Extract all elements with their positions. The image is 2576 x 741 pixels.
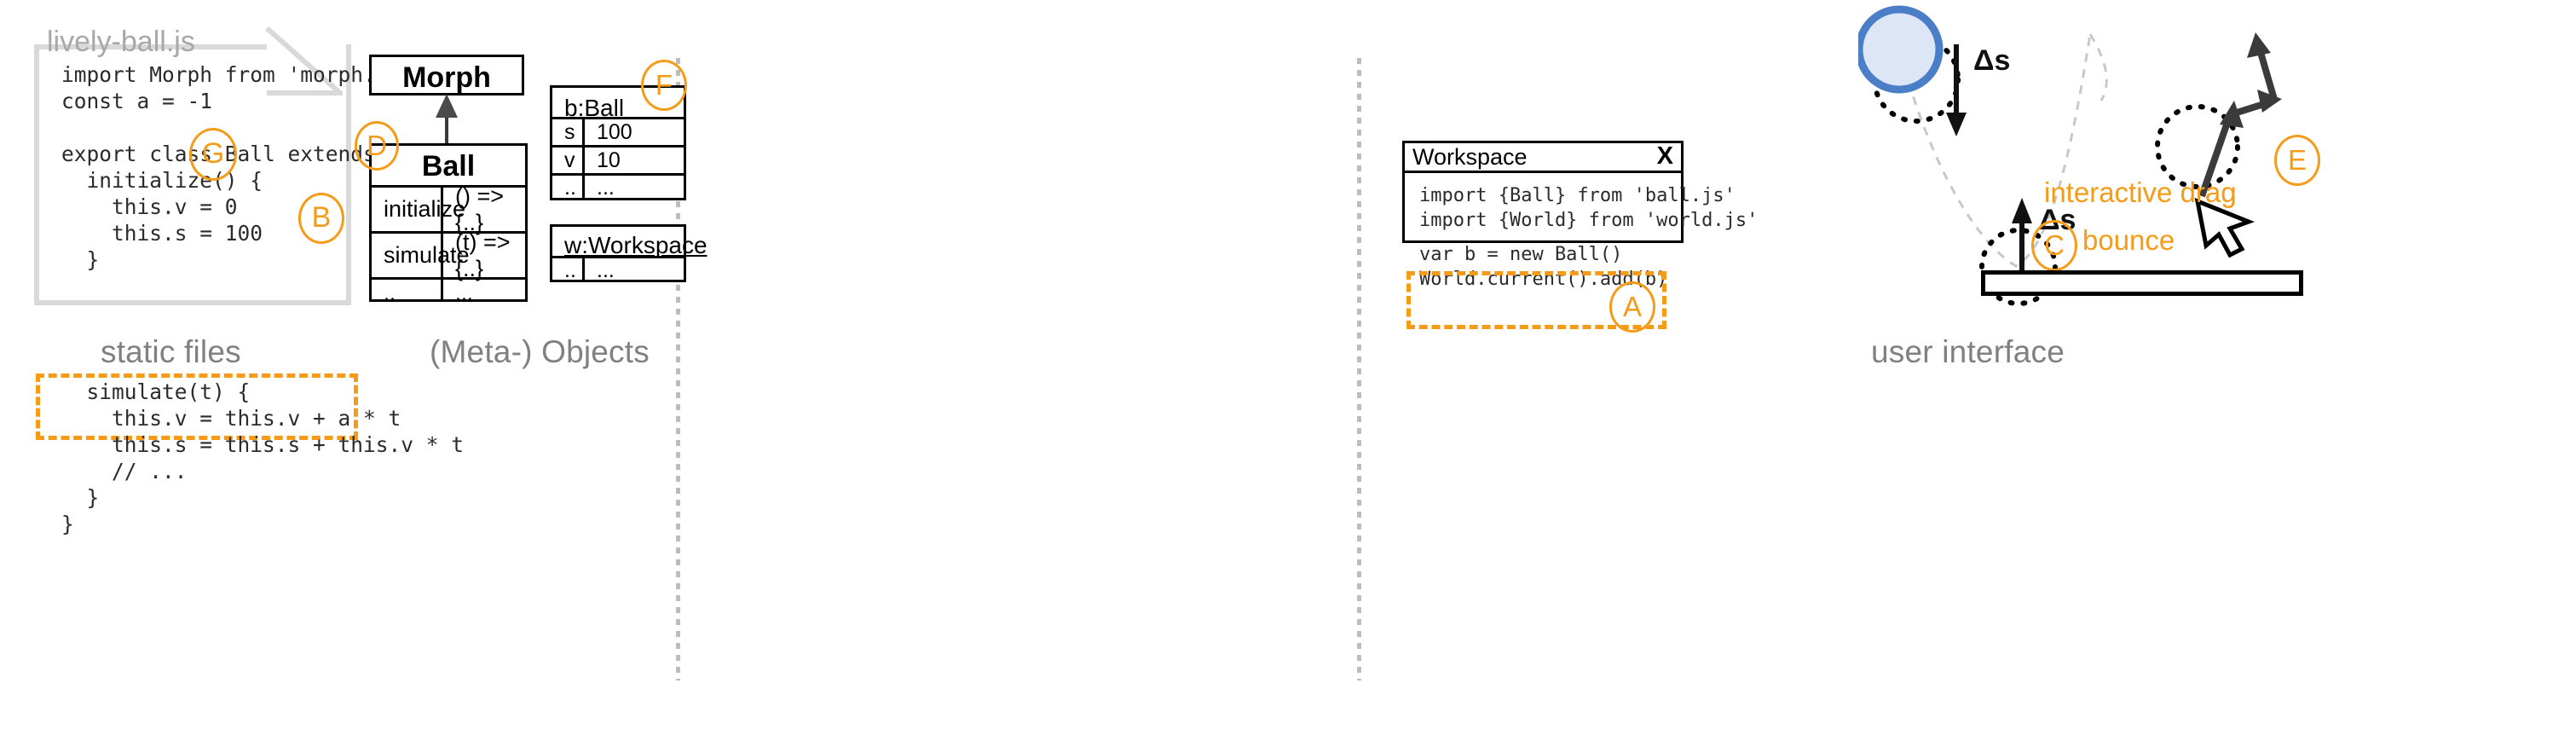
workspace-frame xyxy=(1402,141,1684,243)
badge-c: C xyxy=(2031,220,2077,271)
badge-g: G xyxy=(189,128,237,181)
workspace-window[interactable]: Workspace X import {Ball} from 'ball.js'… xyxy=(1402,141,1758,290)
object-row: s 100 xyxy=(552,117,684,145)
highlight-box-a xyxy=(1406,271,1666,329)
delta-s-label-fall: Δs xyxy=(1973,44,2011,77)
drag-path-3 xyxy=(2256,48,2279,104)
uml-class-morph-name: Morph xyxy=(402,61,491,94)
badge-f: F xyxy=(641,60,687,111)
workspace-titlebar[interactable] xyxy=(1402,141,1684,173)
badge-b: B xyxy=(298,193,344,244)
drag-arrow-3 xyxy=(2247,32,2271,58)
uml-member-row: simulate (t) => {..} xyxy=(372,229,525,281)
label-interactive-drag: interactive drag xyxy=(2044,177,2237,208)
bounce-arrow-head xyxy=(2012,198,2032,223)
object-key: s xyxy=(552,119,585,145)
generalization-arrow-icon xyxy=(436,94,458,145)
ball-morph xyxy=(1858,5,1944,94)
caption-meta-objects: (Meta-) Objects xyxy=(430,334,650,369)
file-name-label: lively-ball.js xyxy=(47,26,195,58)
object-key: .. xyxy=(552,176,585,200)
file-code-highlight: simulate(t) { this.v = this.v + a * t th… xyxy=(86,379,465,457)
object-row: .. ... xyxy=(552,173,684,200)
uml-member-name: initialize xyxy=(372,188,465,231)
workspace-title: Workspace xyxy=(1412,144,1528,170)
object-value: 10 xyxy=(597,148,621,172)
badge-e: E xyxy=(2274,135,2320,186)
object-value: 100 xyxy=(597,119,632,144)
uml-member-value: () => {..} xyxy=(455,182,505,235)
badge-d: D xyxy=(355,121,399,171)
drag-arrow-2 xyxy=(2257,90,2282,113)
uml-member-row: .. ... xyxy=(372,277,525,305)
object-value: ... xyxy=(597,176,615,200)
badge-a: A xyxy=(1609,281,1655,333)
highlight-box-b xyxy=(36,373,358,440)
uml-member-value: ... xyxy=(455,281,473,305)
drag-path-1 xyxy=(2198,113,2233,198)
paper-top-edge xyxy=(34,44,269,49)
object-row: .. ... xyxy=(552,256,684,282)
uml-class-ball-name: Ball xyxy=(421,149,476,182)
object-row: v 10 xyxy=(552,145,684,173)
uml-member-value: (t) => {..} xyxy=(455,229,511,281)
object-value: ... xyxy=(597,258,615,282)
object-table-workspace-title: w:Workspace xyxy=(564,232,708,258)
close-icon[interactable]: X xyxy=(1656,142,1673,170)
fall-arrow-head xyxy=(1946,113,1967,136)
file-code-top: import Morph from 'morph.js' const a = -… xyxy=(61,62,477,272)
file-code-bottom: // ... } } xyxy=(61,459,188,536)
uml-member-row: initialize () => {..} xyxy=(372,182,525,235)
column-divider-1 xyxy=(676,58,680,680)
uml-member-name: simulate xyxy=(372,234,470,277)
column-divider-2 xyxy=(1357,58,1361,680)
object-table-workspace: w:Workspace .. ... xyxy=(550,224,708,282)
trajectory-path-tail xyxy=(2088,33,2108,101)
source-file-paper xyxy=(34,26,351,305)
ground-platform xyxy=(1981,270,2303,296)
trajectory-path xyxy=(1895,33,2092,268)
workspace-code-top[interactable]: import {Ball} from 'ball.js' import {Wor… xyxy=(1419,185,1759,231)
object-table-ball: b:Ball s 100 v 10 .. ... xyxy=(550,85,686,200)
uml-class-morph: Morph xyxy=(369,55,524,96)
caption-static-files: static files xyxy=(101,334,241,369)
paper-fold-icon xyxy=(265,26,343,96)
caption-user-interface: user interface xyxy=(1871,334,2065,369)
object-table-ball-title: b:Ball xyxy=(564,95,625,121)
ghost-ball-drag xyxy=(2155,104,2240,189)
uml-class-ball: Ball initialize () => {..} simulate (t) … xyxy=(369,143,528,305)
ball-physics-scene xyxy=(1858,5,2282,306)
object-key: v xyxy=(552,148,585,173)
cursor-icon xyxy=(2194,197,2255,258)
label-bounce: bounce xyxy=(2082,224,2175,256)
object-key: .. xyxy=(552,258,585,282)
uml-member-name: .. xyxy=(372,280,443,305)
